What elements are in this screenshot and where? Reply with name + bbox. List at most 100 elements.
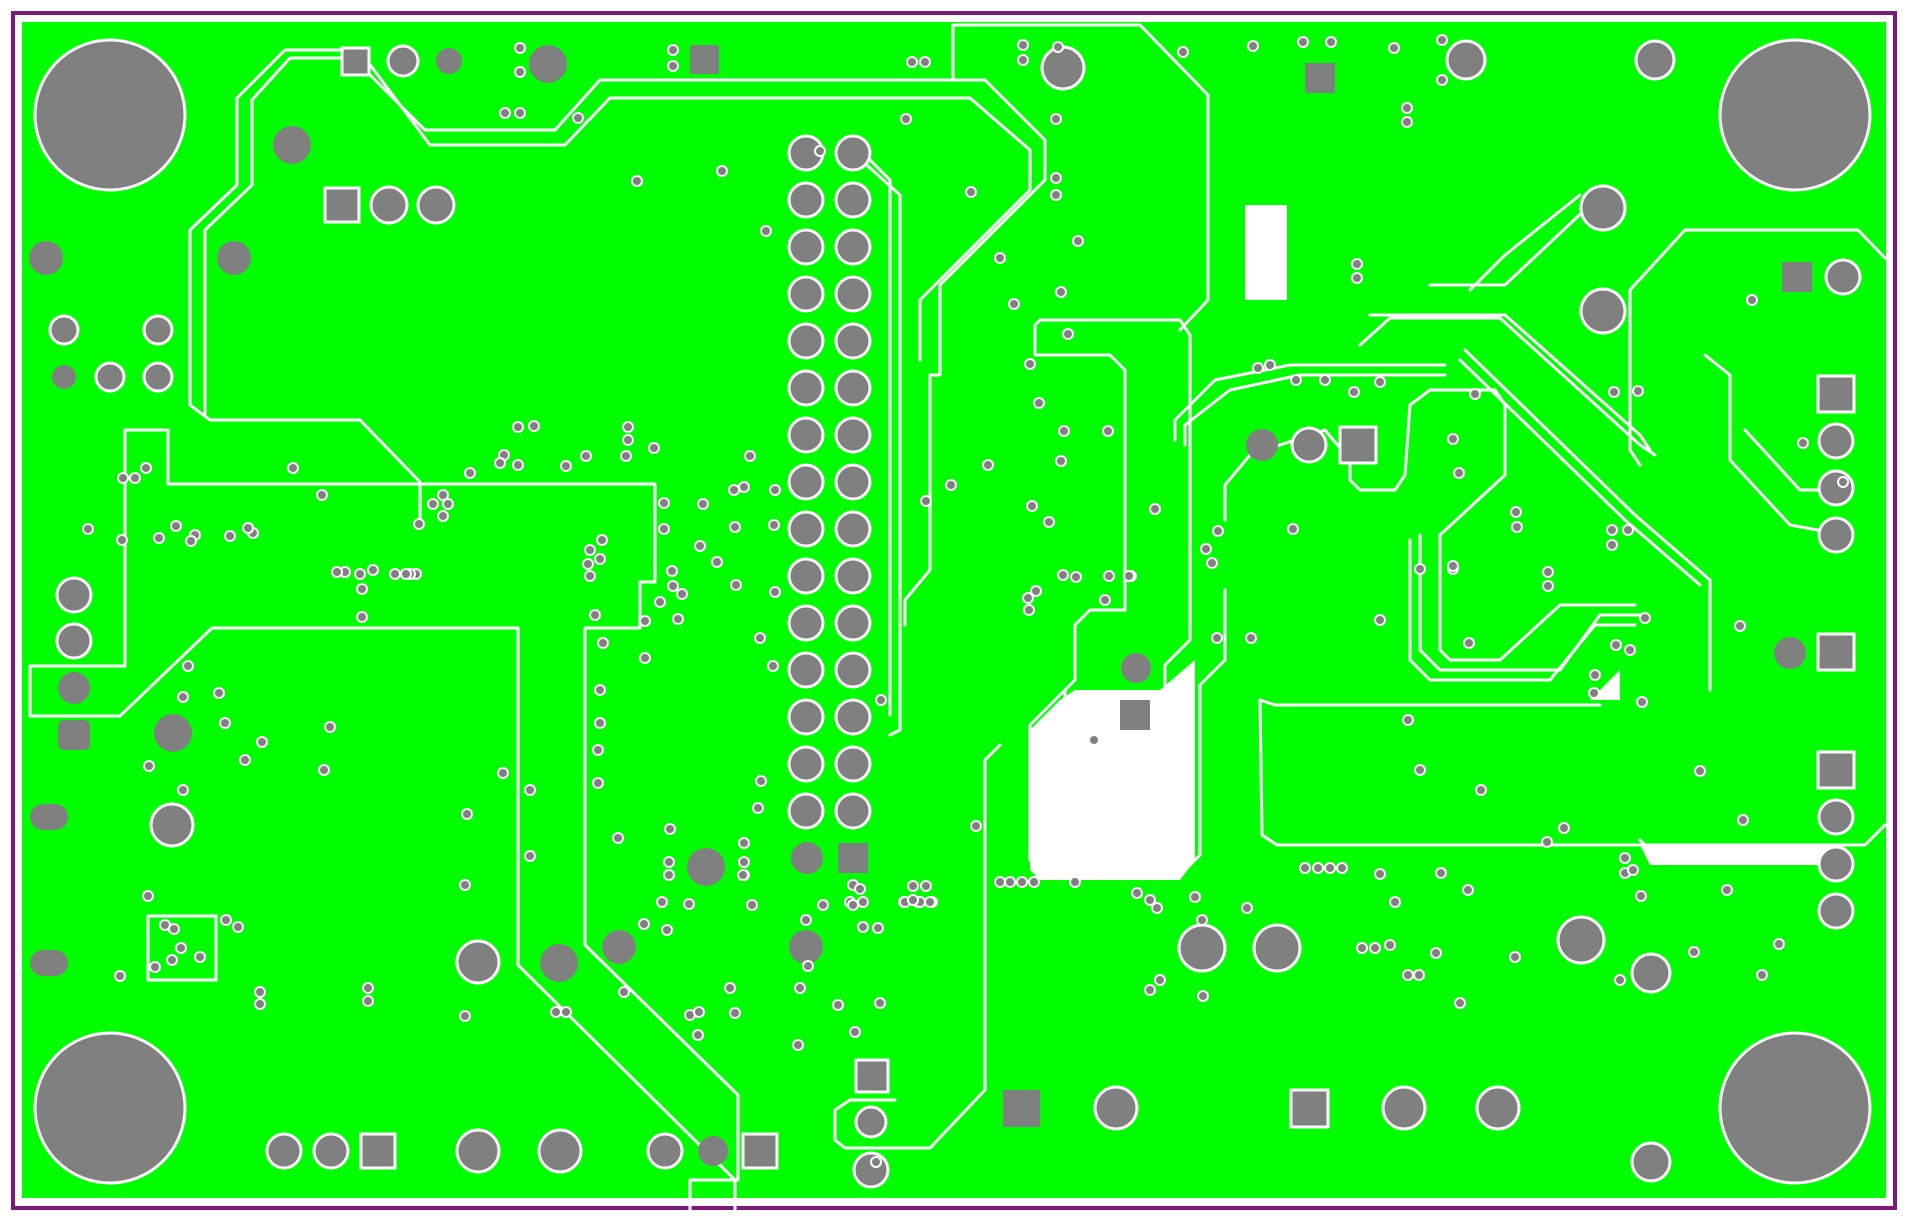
via	[1542, 580, 1554, 592]
via	[1721, 884, 1733, 896]
round-pad	[48, 314, 80, 346]
round-pad	[1093, 1085, 1139, 1131]
square-pad	[323, 186, 361, 224]
via	[1619, 852, 1631, 864]
header-pin	[834, 228, 872, 266]
round-pad	[142, 361, 174, 393]
via	[1639, 612, 1651, 624]
header-pin	[834, 604, 872, 642]
via	[907, 894, 919, 906]
header-pin	[787, 463, 825, 501]
via	[1050, 189, 1062, 201]
via	[213, 687, 225, 699]
via	[870, 1156, 882, 1168]
via	[724, 982, 736, 994]
via	[768, 519, 780, 531]
via	[1008, 298, 1020, 310]
via	[1636, 696, 1648, 708]
round-pad	[1824, 258, 1862, 296]
via	[769, 586, 781, 598]
via	[1797, 437, 1809, 449]
via	[1336, 862, 1348, 874]
via	[1402, 714, 1414, 726]
header-pin	[787, 181, 825, 219]
via	[442, 498, 454, 510]
via	[1453, 467, 1465, 479]
via	[1151, 902, 1163, 914]
via	[1017, 39, 1029, 51]
via	[1389, 896, 1401, 908]
round-pad	[369, 185, 409, 225]
via	[331, 566, 343, 578]
via	[666, 565, 678, 577]
via	[1070, 571, 1082, 583]
via	[437, 489, 449, 501]
via	[254, 998, 266, 1010]
via	[1062, 328, 1074, 340]
via	[1447, 433, 1459, 445]
via	[1737, 814, 1749, 826]
square-pad	[854, 1058, 890, 1094]
via	[497, 767, 509, 779]
via	[1102, 425, 1114, 437]
via	[1511, 521, 1523, 533]
via	[1144, 894, 1156, 906]
via	[356, 583, 368, 595]
via	[1746, 294, 1758, 306]
round-pad	[1475, 1085, 1521, 1131]
header-pin	[834, 369, 872, 407]
via	[1606, 539, 1618, 551]
via	[356, 611, 368, 623]
round-pad	[687, 848, 725, 886]
via	[738, 856, 750, 868]
round-pad	[55, 576, 93, 614]
via	[737, 869, 749, 881]
round-pad	[1177, 923, 1227, 973]
via	[1384, 939, 1396, 951]
round-pad	[265, 1132, 303, 1170]
via	[661, 924, 673, 936]
via	[676, 588, 688, 600]
via	[400, 568, 412, 580]
via	[1588, 687, 1600, 699]
via	[1043, 516, 1055, 528]
via	[802, 960, 814, 972]
via	[667, 580, 679, 592]
clearance-regions	[28, 23, 1887, 1212]
round-pad	[455, 1128, 501, 1174]
via	[746, 899, 758, 911]
via	[875, 694, 887, 706]
via	[499, 107, 511, 119]
via	[1624, 644, 1636, 656]
via	[728, 484, 740, 496]
via	[143, 760, 155, 772]
via	[1030, 585, 1042, 597]
via	[906, 56, 918, 68]
via	[711, 556, 723, 568]
via	[1430, 947, 1442, 959]
via	[589, 609, 601, 621]
via	[464, 467, 476, 479]
header-pin	[787, 322, 825, 360]
via	[1608, 386, 1620, 398]
via	[514, 66, 526, 78]
via	[1312, 862, 1324, 874]
via	[459, 879, 471, 891]
via	[693, 1006, 705, 1018]
via	[512, 459, 524, 471]
square-pad	[1003, 1090, 1040, 1127]
via	[168, 923, 180, 935]
via	[1264, 359, 1276, 371]
component-outline	[146, 914, 218, 982]
via	[1541, 836, 1553, 848]
via	[1324, 862, 1336, 874]
via	[117, 472, 129, 484]
via	[760, 225, 772, 237]
via	[594, 553, 606, 565]
via	[1436, 74, 1448, 86]
via	[1402, 969, 1414, 981]
oval-pad	[30, 950, 68, 976]
via	[618, 986, 630, 998]
via	[592, 744, 604, 756]
pin-header	[787, 134, 872, 873]
